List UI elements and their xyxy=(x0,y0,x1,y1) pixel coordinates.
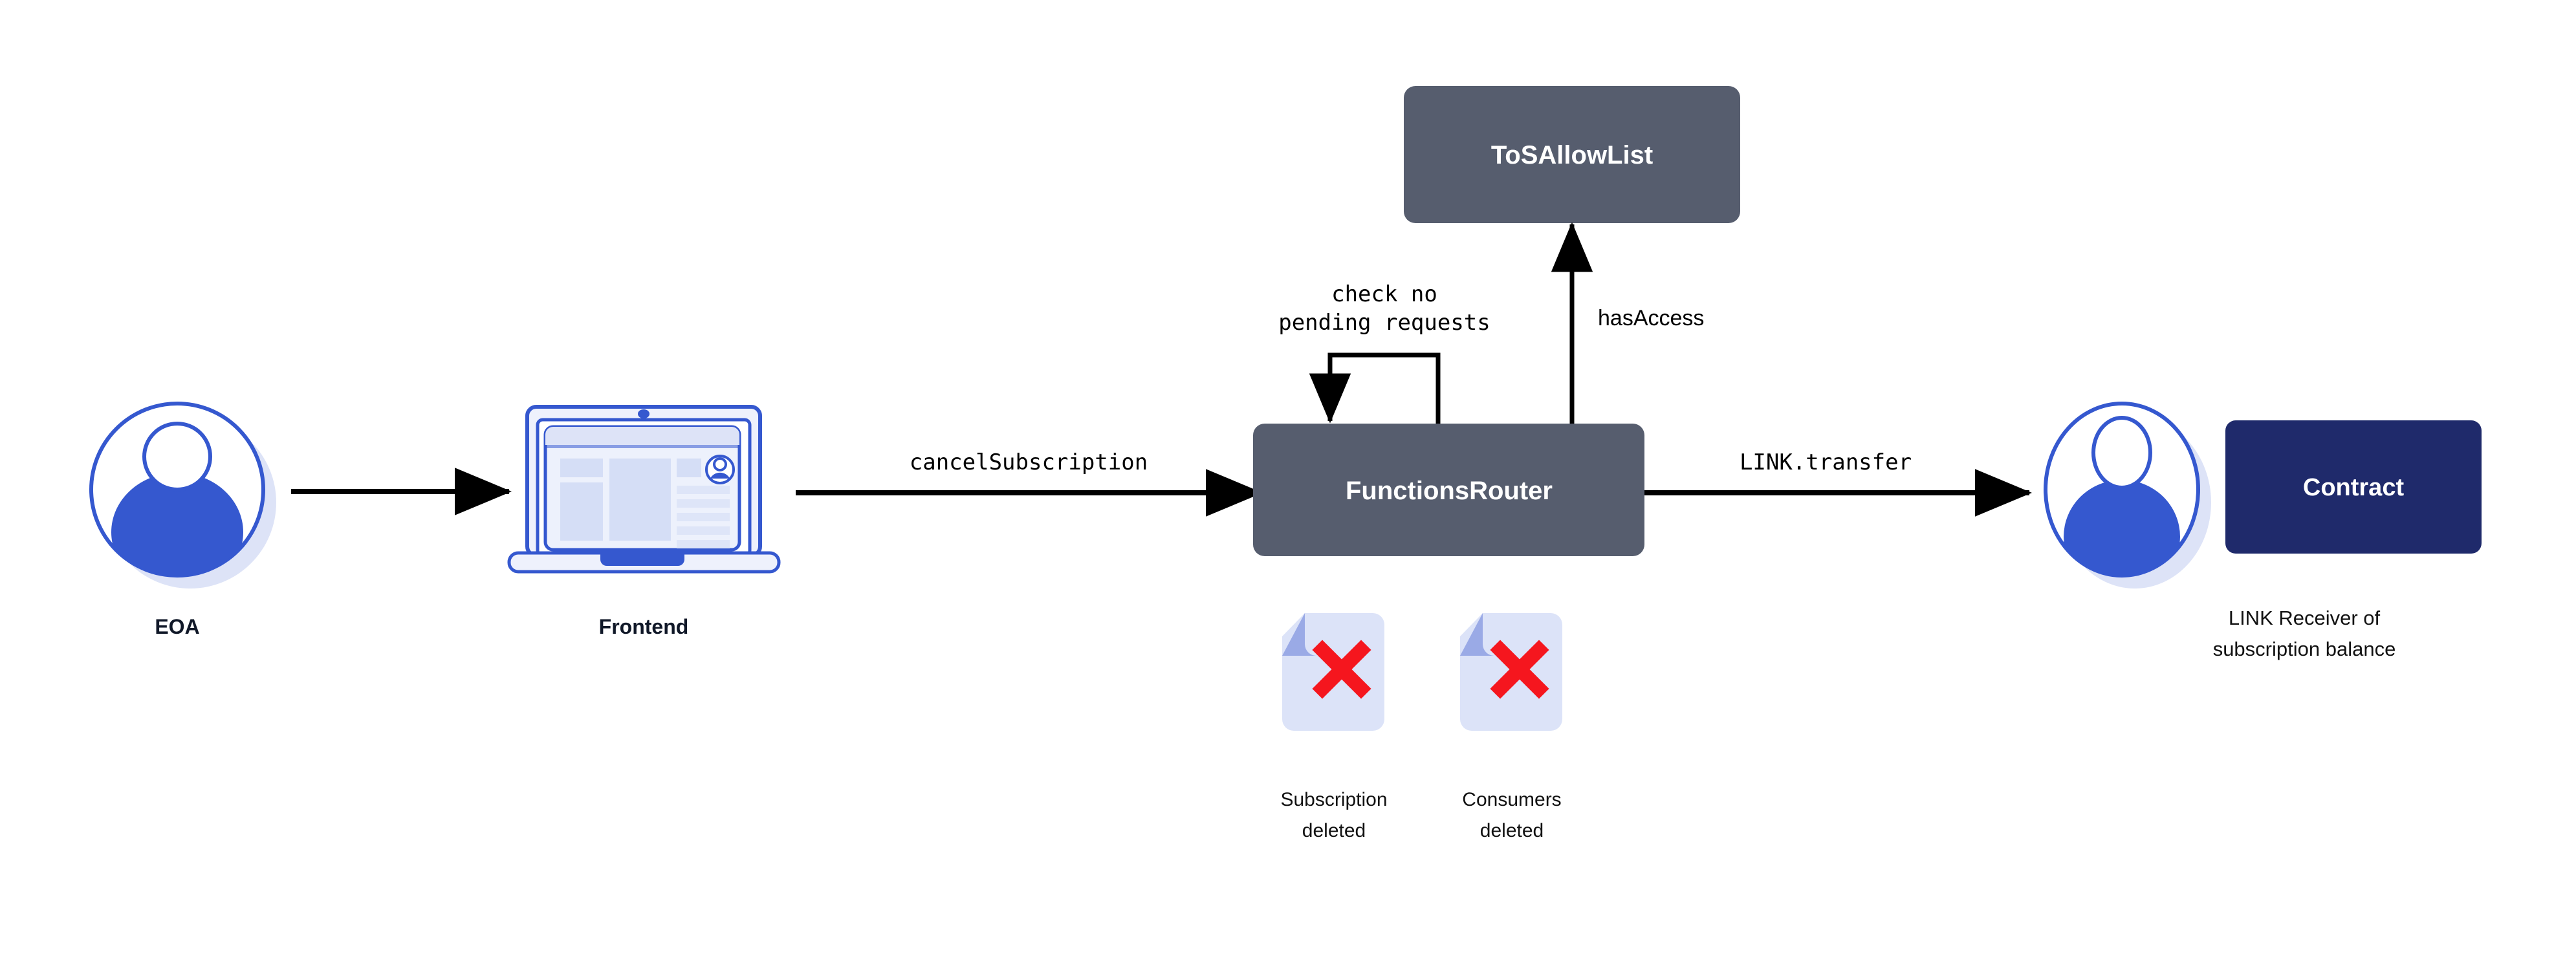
node-frontend-caption: Frontend xyxy=(599,615,689,638)
browser-avatar-head-icon xyxy=(713,457,727,471)
edge-router-self-loop-path xyxy=(1309,352,1441,425)
artifact-consumers-deleted[interactable]: Consumers deleted xyxy=(1460,613,1562,841)
browser-content xyxy=(545,427,739,548)
avatar-head-icon xyxy=(142,422,212,491)
edge-router-to-allowlist: hasAccess xyxy=(1551,222,1704,424)
document-fold-corner-icon xyxy=(1282,613,1316,656)
content-line-5 xyxy=(677,540,730,548)
tos-allow-list-box xyxy=(1404,86,1740,223)
avatar-body-shape xyxy=(111,473,243,576)
avatar-figure xyxy=(111,473,243,576)
functions-router-label: FunctionsRouter xyxy=(1346,477,1553,505)
functions-router-box xyxy=(1253,424,1644,556)
red-x-icon xyxy=(1312,640,1371,699)
tos-allow-list-label: ToSAllowList xyxy=(1491,141,1653,169)
content-line-3 xyxy=(677,513,730,521)
node-contract[interactable]: Contract xyxy=(2225,420,2482,554)
node-link-receiver[interactable] xyxy=(2044,402,2211,594)
artifact-consumers-caption-line1: Consumers xyxy=(1462,789,1561,810)
artifact-consumers-caption-line2: deleted xyxy=(1480,820,1544,841)
node-tos-allow-list[interactable]: ToSAllowList xyxy=(1404,86,1740,223)
node-link-receiver-caption-group: LINK Receiver of subscription balance xyxy=(2213,607,2396,660)
artifact-subscription-caption-line2: deleted xyxy=(1302,820,1366,841)
browser-titlebar-divider xyxy=(545,445,739,448)
content-block-c xyxy=(677,459,701,477)
content-line-1 xyxy=(677,486,730,494)
node-frontend[interactable]: Frontend xyxy=(507,405,781,638)
browser-avatar-body-icon xyxy=(710,472,730,479)
content-block-main xyxy=(609,459,671,541)
document-fold-corner-icon xyxy=(1460,613,1494,656)
laptop-notch xyxy=(600,553,684,566)
contract-box xyxy=(2225,420,2482,554)
edge-frontend-to-router-label: cancelSubscription xyxy=(910,449,1148,475)
laptop-webcam-icon xyxy=(638,409,649,418)
artifact-subscription-deleted[interactable]: Subscription deleted xyxy=(1280,613,1388,841)
link-receiver-caption-line1: LINK Receiver of xyxy=(2229,607,2381,629)
link-receiver-caption-line2: subscription balance xyxy=(2213,638,2396,660)
edge-router-self-loop: check no pending requests xyxy=(1278,281,1490,425)
edge-router-self-loop-label-line2: pending requests xyxy=(1278,310,1490,336)
edge-router-to-receiver: LINK.transfer xyxy=(1644,449,2032,517)
contract-label: Contract xyxy=(2303,474,2405,501)
edge-router-self-loop-label-line1: check no xyxy=(1331,281,1437,307)
avatar-body-shape xyxy=(2064,480,2180,576)
edge-router-to-allowlist-label: hasAccess xyxy=(1598,306,1704,330)
edge-frontend-to-router: cancelSubscription xyxy=(796,449,1263,517)
avatar-figure xyxy=(2064,480,2180,576)
edge-router-to-receiver-label: LINK.transfer xyxy=(1740,449,1912,475)
browser-titlebar xyxy=(545,427,739,445)
content-line-2 xyxy=(677,499,730,508)
content-block-a xyxy=(560,459,603,477)
node-functions-router[interactable]: FunctionsRouter xyxy=(1253,424,1644,556)
content-line-4 xyxy=(677,526,730,535)
red-x-icon xyxy=(1490,640,1549,699)
node-eoa-caption: EOA xyxy=(155,615,199,638)
node-eoa[interactable]: EOA xyxy=(89,402,276,638)
content-block-b xyxy=(560,482,603,541)
avatar-head-icon xyxy=(2091,416,2152,490)
artifact-subscription-caption-line1: Subscription xyxy=(1280,789,1387,810)
